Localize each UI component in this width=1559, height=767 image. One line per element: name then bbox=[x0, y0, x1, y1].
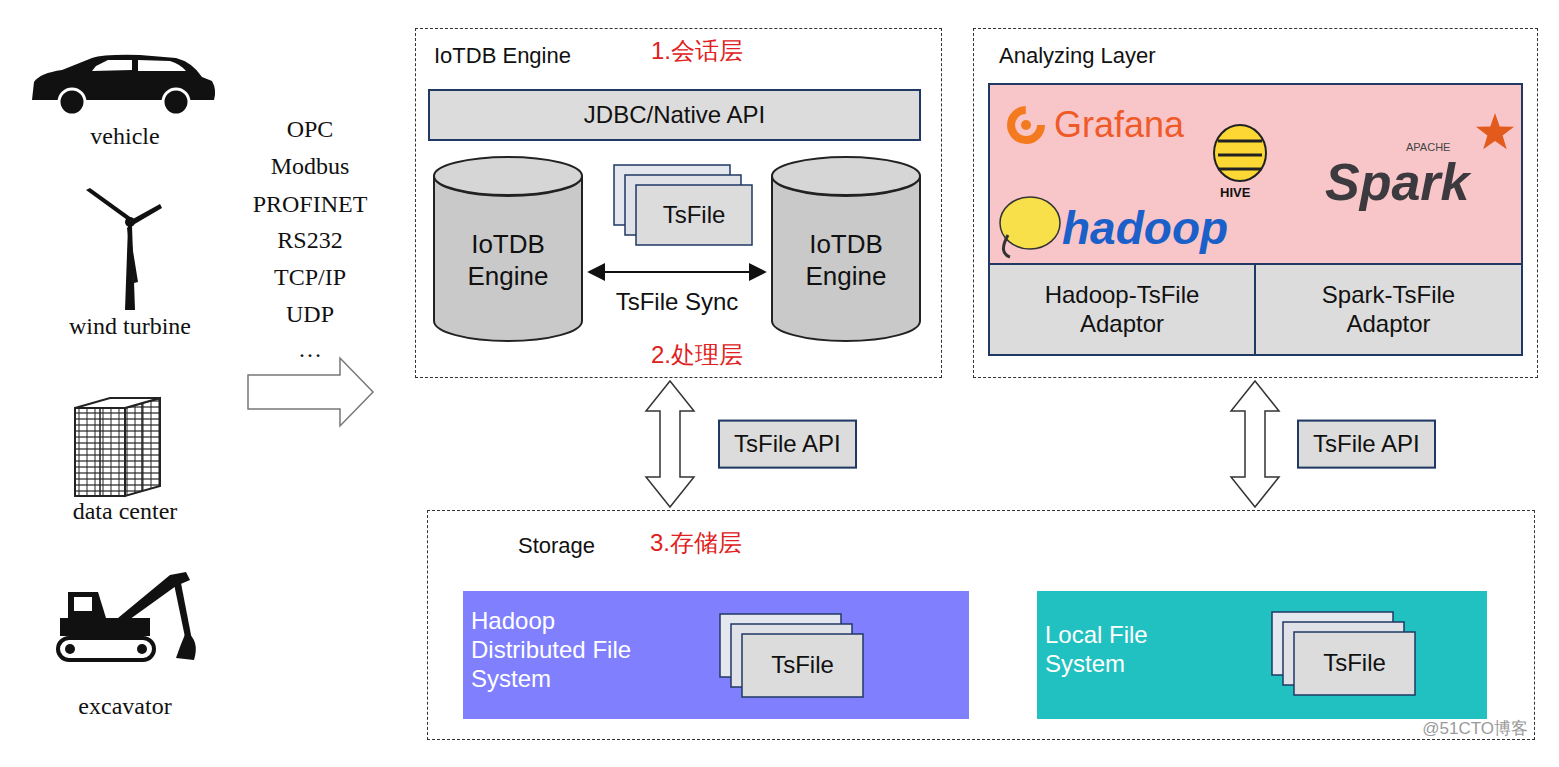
node-text: 2.处理层 bbox=[651, 341, 743, 370]
excavator-icon bbox=[58, 572, 196, 660]
engine-cylinder: IoTDB Engine bbox=[771, 156, 921, 341]
icon-caption: vehicle bbox=[15, 122, 235, 151]
icon-caption: wind turbine bbox=[20, 312, 240, 341]
grafana-logo bbox=[1011, 110, 1041, 140]
spark-star bbox=[1476, 113, 1514, 149]
cylinder-top bbox=[772, 157, 920, 195]
engine-cylinder: IoTDB Engine bbox=[433, 156, 583, 341]
node-label: Hadoop-TsFile Adaptor bbox=[1022, 281, 1222, 339]
protocol-name: … bbox=[200, 335, 420, 364]
tsfile-stack: TsFile bbox=[719, 613, 864, 698]
vehicle-icon bbox=[32, 55, 215, 115]
hdfs-box: Hadoop Distributed File System TsFile bbox=[463, 591, 969, 719]
storage-region: Storage 3.存储层 Hadoop Distributed File Syst… bbox=[427, 510, 1535, 740]
node-label: Storage bbox=[518, 533, 595, 559]
hadoop-elephant bbox=[1003, 235, 1010, 257]
node-text: HIVE bbox=[1220, 185, 1250, 201]
watermark: @51CTO博客 bbox=[1422, 719, 1528, 739]
edge-label: TsFile Sync bbox=[616, 288, 739, 317]
node-label: Local File System bbox=[1045, 621, 1175, 679]
wind-turbine-icon bbox=[86, 188, 162, 310]
grafana-logo bbox=[1021, 120, 1031, 130]
adaptor-box: Spark-TsFile Adaptor bbox=[1254, 263, 1523, 356]
node-label: Analyzing Layer bbox=[999, 43, 1156, 69]
node-label: IoTDB Engine bbox=[434, 43, 571, 69]
tsfile-stack: TsFile bbox=[1271, 611, 1416, 696]
interface-label: TsFile API bbox=[1297, 420, 1436, 469]
api-box: JDBC/Native API bbox=[428, 89, 921, 141]
tsfile-stack: TsFile bbox=[613, 164, 753, 246]
node-label: TsFile bbox=[741, 633, 864, 698]
hive-logo bbox=[1218, 154, 1262, 157]
api-arrow bbox=[646, 381, 694, 507]
node-text: Spark bbox=[1325, 151, 1470, 213]
protocol-name: Modbus bbox=[200, 152, 420, 181]
node-label: Spark-TsFile Adaptor bbox=[1289, 281, 1489, 339]
analyzing-region: Analyzing LayerGrafanaHIVE APACHESpark had… bbox=[973, 28, 1538, 378]
cylinder-top bbox=[434, 157, 582, 195]
protocol-name: TCP/IP bbox=[200, 263, 420, 292]
file-sheet bbox=[1294, 632, 1415, 695]
api-arrow bbox=[1231, 381, 1279, 507]
protocol-name: RS232 bbox=[200, 226, 420, 255]
hive-logo bbox=[1218, 140, 1262, 143]
node-text: hadoop bbox=[1062, 201, 1228, 256]
node-label: TsFile bbox=[635, 184, 753, 246]
protocol-name: PROFINET bbox=[200, 190, 420, 219]
node-label: IoTDB Engine bbox=[448, 229, 568, 291]
hive-logo bbox=[1218, 168, 1262, 171]
node-text: APACHE bbox=[1406, 141, 1450, 154]
tools-panel: GrafanaHIVE APACHESpark hadoop bbox=[988, 83, 1523, 265]
node-text: 1.会话层 bbox=[651, 37, 743, 66]
sync-arrow bbox=[589, 271, 765, 273]
cylinder-body bbox=[772, 176, 920, 341]
input-arrow bbox=[248, 358, 373, 426]
node-text: 3.存储层 bbox=[650, 529, 742, 558]
icon-caption: excavator bbox=[15, 692, 235, 721]
file-sheet bbox=[742, 634, 863, 697]
hive-logo bbox=[1214, 125, 1266, 181]
icon-caption: data center bbox=[15, 497, 235, 526]
protocol-name: UDP bbox=[200, 300, 420, 329]
node-label: TsFile bbox=[1293, 631, 1416, 696]
cylinder-body bbox=[434, 176, 582, 341]
hadoop-elephant bbox=[1000, 197, 1060, 249]
data-center-icon bbox=[75, 398, 160, 496]
engine-region: IoTDB Engine 1.会话层 2.处理层 JDBC/Native API IoT… bbox=[415, 28, 942, 378]
node-label: IoTDB Engine bbox=[786, 229, 906, 291]
file-sheet bbox=[636, 185, 752, 245]
interface-label: TsFile API bbox=[718, 420, 857, 469]
adaptor-box: Hadoop-TsFile Adaptor bbox=[988, 263, 1256, 356]
node-label: JDBC/Native API bbox=[584, 101, 765, 130]
node-label: Grafana bbox=[1054, 103, 1184, 146]
node-label: Hadoop Distributed File System bbox=[471, 607, 636, 693]
local-fs-box: Local File System TsFile bbox=[1037, 591, 1487, 719]
protocol-name: OPC bbox=[200, 115, 420, 144]
